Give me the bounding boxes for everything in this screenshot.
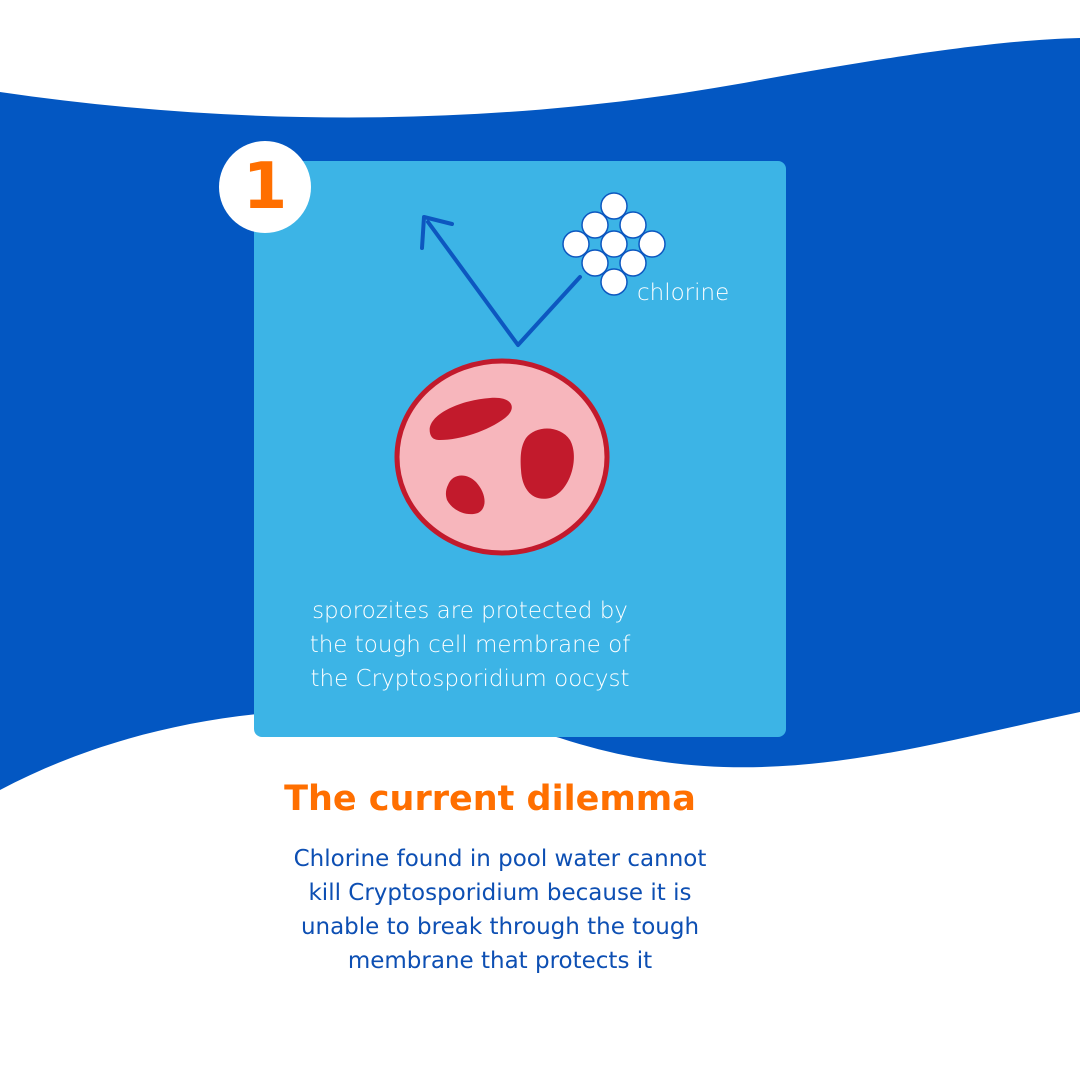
step-number-badge: 1 [219,141,311,233]
molecule-atom [600,268,628,296]
panel-caption: sporozites are protected by the tough ce… [264,594,676,696]
chlorine-molecule-icon [562,192,666,296]
arrow-path [426,220,582,347]
molecule-atom [619,249,647,277]
caption-line: the tough cell membrane of [309,632,631,658]
deflection-arrow-icon [420,215,582,347]
molecule-atom [562,230,590,258]
sporozite-shape [429,397,512,440]
sporozite-shape [520,428,574,499]
molecule-atom [600,230,628,258]
molecule-atom [581,211,609,239]
body-line: unable to break through the tough [300,914,700,940]
section-body: Chlorine found in pool water cannot kill… [230,842,770,978]
chlorine-label: chlorine [637,280,730,306]
body-line: membrane that protects it [347,948,653,974]
section-title: The current dilemma [284,779,696,819]
molecule-atom [619,211,647,239]
oocyst-cell-icon [394,358,610,556]
body-line: Chlorine found in pool water cannot [293,846,707,872]
cell-membrane [394,358,610,556]
step-number: 1 [242,150,288,224]
sporozite-shape [445,475,485,515]
molecule-atom [581,249,609,277]
molecule-atom [638,230,666,258]
caption-line: the Cryptosporidium oocyst [310,666,630,692]
body-line: kill Cryptosporidium because it is [308,880,692,906]
arrow-head [420,215,454,250]
molecule-atom [600,192,628,220]
caption-line: sporozites are protected by [312,598,628,624]
